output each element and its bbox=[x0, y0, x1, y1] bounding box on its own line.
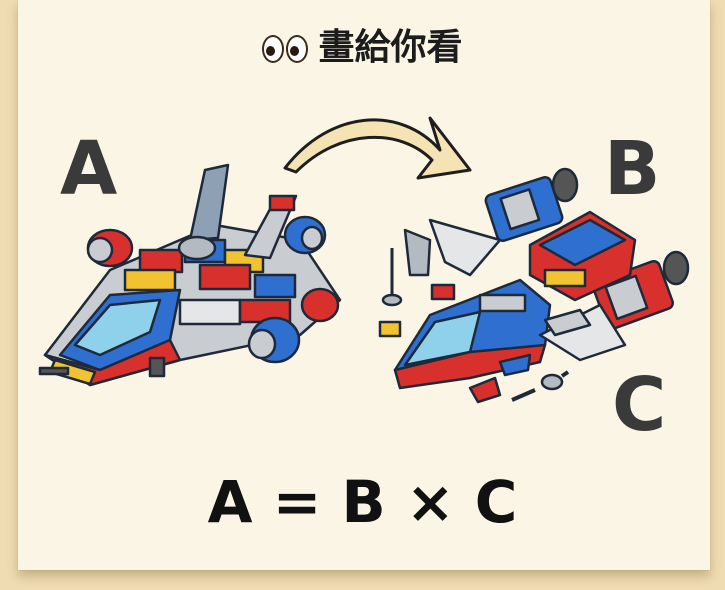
title-text: 畫給你看 bbox=[318, 27, 463, 68]
eyes-icon bbox=[262, 27, 310, 68]
equation-text: A = B × C bbox=[207, 468, 518, 536]
assembled-spaceship-image bbox=[38, 163, 342, 387]
label-c: C bbox=[612, 362, 667, 448]
label-b: B bbox=[604, 126, 661, 212]
disassembled-parts-image bbox=[378, 167, 690, 404]
page-title: 畫給你看 bbox=[0, 18, 725, 70]
label-a: A bbox=[60, 126, 118, 212]
curved-arrow-icon bbox=[283, 116, 472, 180]
